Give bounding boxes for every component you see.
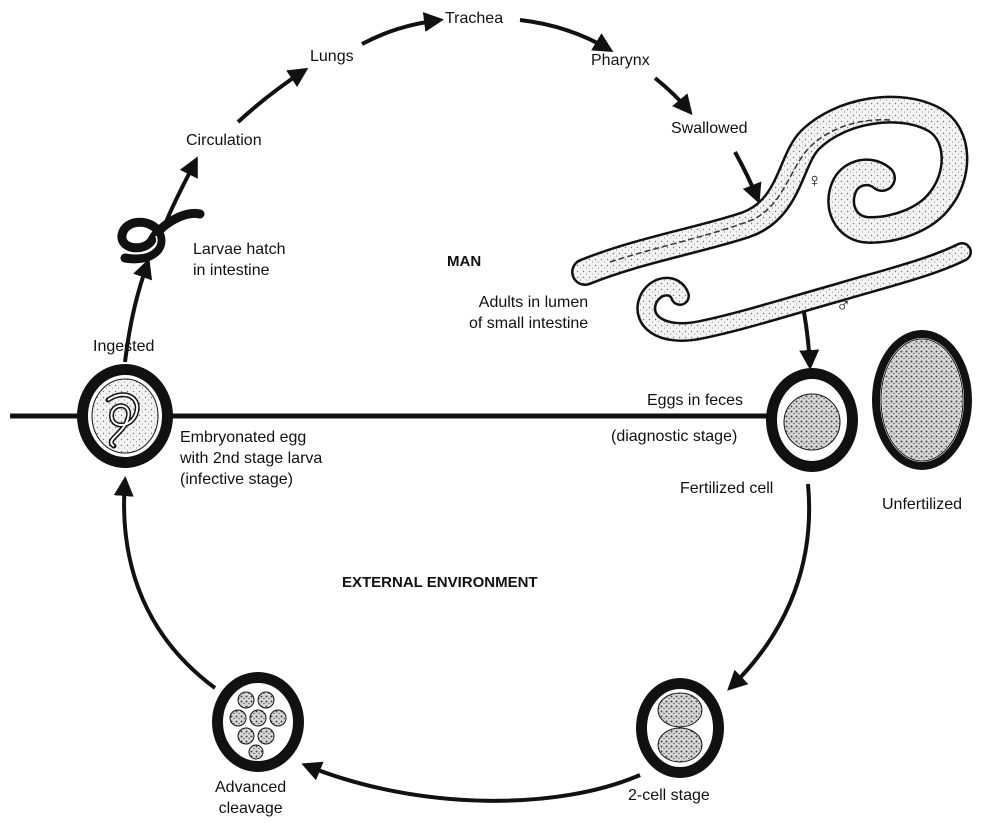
label-circulation: Circulation	[186, 132, 262, 149]
label-larvae-hatch: Larvae hatch in intestine	[193, 241, 286, 279]
label-diagnostic-stage: (diagnostic stage)	[611, 428, 738, 445]
label-fertilized-cell: Fertilized cell	[680, 480, 774, 497]
label-ingested: Ingested	[93, 338, 155, 355]
arrow-advanced-to-embryonated	[113, 476, 217, 690]
label-swallowed: Swallowed	[671, 120, 748, 137]
label-trachea: Trachea	[445, 10, 504, 27]
label-region-external: EXTERNAL ENVIRONMENT	[342, 574, 538, 591]
embryonated-egg-icon	[77, 364, 173, 468]
label-two-cell: 2-cell stage	[628, 787, 710, 804]
arrow-trachea-to-pharynx	[519, 18, 614, 53]
arrow-lungs-to-trachea	[361, 12, 444, 46]
adult-male-worm-icon	[636, 242, 972, 342]
arrow-fertilized-to-2cell	[727, 483, 812, 691]
arrow-ingested-to-larvae	[123, 258, 153, 363]
arrow-pharynx-to-swallowed	[653, 76, 693, 116]
arrow-larvae-to-circulation	[164, 156, 198, 223]
two-cell-egg-icon	[636, 678, 724, 778]
label-eggs-in-feces: Eggs in feces	[647, 392, 744, 409]
fertilized-egg-icon	[766, 368, 858, 472]
label-embryonated-egg: Embryonated egg with 2nd stage larva (in…	[180, 429, 323, 488]
advanced-cleavage-egg-icon	[212, 672, 304, 772]
label-lungs: Lungs	[310, 48, 354, 65]
label-advanced-cleavage: Advanced cleavage	[215, 779, 287, 817]
arrow-2cell-to-advanced	[301, 761, 641, 803]
female-symbol: ♀	[807, 170, 822, 192]
unfertilized-egg-icon	[872, 330, 972, 470]
adult-female-worm-icon	[571, 95, 969, 286]
arrow-circulation-to-lungs	[236, 67, 309, 124]
arrow-adults-to-eggs	[799, 311, 820, 370]
label-unfertilized: Unfertilized	[882, 496, 963, 513]
label-pharynx: Pharynx	[591, 52, 650, 69]
label-adults: Adults in lumen of small intestine	[469, 294, 589, 332]
label-region-man: MAN	[447, 253, 482, 270]
arrow-swallowed-to-adults	[733, 151, 762, 204]
male-symbol: ♂	[836, 295, 851, 317]
larva-icon	[117, 208, 205, 264]
